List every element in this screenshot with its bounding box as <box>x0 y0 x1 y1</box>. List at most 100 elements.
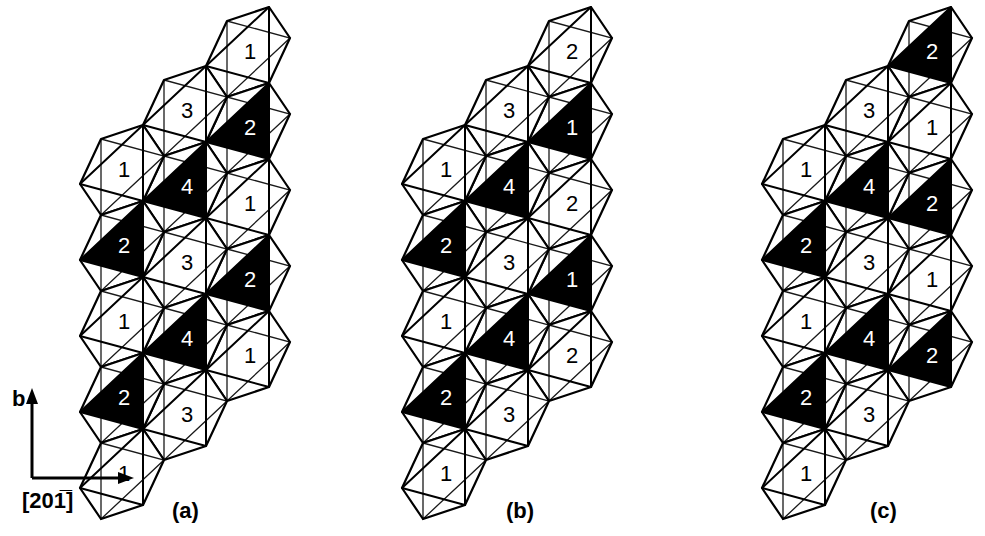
octahedron-edge <box>101 443 164 519</box>
site-number: 2 <box>118 235 130 257</box>
site-number: 1 <box>118 311 130 333</box>
site-number: 4 <box>181 328 193 350</box>
octahedron <box>402 429 486 519</box>
site-number: 2 <box>566 345 578 367</box>
octahedron-face <box>80 201 143 277</box>
octahedron-face <box>528 7 591 83</box>
site-number: 1 <box>118 159 130 181</box>
panel-letter: (b) <box>506 500 534 522</box>
site-number: 3 <box>503 252 515 274</box>
octahedron <box>80 429 164 519</box>
site-number: 4 <box>863 176 875 198</box>
octahedron-face <box>402 125 465 201</box>
octahedron <box>402 277 486 367</box>
site-number: 1 <box>440 311 452 333</box>
octahedron-face <box>402 277 465 353</box>
axis-label: [201̅] <box>22 490 73 512</box>
site-number: 2 <box>926 345 938 367</box>
octahedron-face <box>825 66 888 142</box>
octahedron-face <box>80 429 143 505</box>
panel-letter: (a) <box>172 500 199 522</box>
octahedron-edge <box>783 443 846 519</box>
axis-arrows <box>26 388 134 484</box>
site-number: 2 <box>800 235 812 257</box>
site-number: 1 <box>244 345 256 367</box>
octahedron-edge <box>846 384 909 460</box>
octahedron-face <box>762 353 825 429</box>
panel-letter: (c) <box>870 500 897 522</box>
site-number: 3 <box>863 252 875 274</box>
site-number: 4 <box>181 176 193 198</box>
octahedron-edge <box>909 325 972 401</box>
site-number: 1 <box>440 463 452 485</box>
octahedron <box>402 125 486 215</box>
octahedron-face <box>206 7 269 83</box>
site-number: 4 <box>503 176 515 198</box>
site-number: 1 <box>926 269 938 291</box>
site-number: 1 <box>566 117 578 139</box>
site-number: 1 <box>566 269 578 291</box>
site-number: 2 <box>566 41 578 63</box>
site-number: 2 <box>926 41 938 63</box>
site-number: 3 <box>503 404 515 426</box>
octahedron <box>402 201 486 291</box>
site-number: 3 <box>863 404 875 426</box>
octahedron <box>80 125 164 215</box>
octahedron-face <box>143 66 206 142</box>
site-number: 2 <box>244 117 256 139</box>
site-number: 1 <box>800 463 812 485</box>
site-number: 2 <box>440 235 452 257</box>
site-number: 1 <box>926 117 938 139</box>
octahedron <box>762 201 846 291</box>
octahedron-edge <box>164 384 227 460</box>
site-number: 3 <box>181 252 193 274</box>
octahedron <box>80 353 164 443</box>
octahedron-face <box>762 125 825 201</box>
site-number: 2 <box>440 387 452 409</box>
octahedron-edge <box>549 325 612 401</box>
octahedron <box>80 277 164 367</box>
octahedron-face <box>762 429 825 505</box>
octahedron-face <box>762 201 825 277</box>
site-number: 1 <box>118 463 130 485</box>
octahedron-edge <box>423 443 486 519</box>
octahedron-face <box>888 7 951 83</box>
octahedron-face <box>80 353 143 429</box>
site-number: 2 <box>800 387 812 409</box>
octahedron-edge <box>227 325 290 401</box>
octahedron-face <box>80 125 143 201</box>
octahedron-edge <box>486 384 549 460</box>
axis-line <box>31 398 34 478</box>
site-number: 1 <box>244 41 256 63</box>
site-number: 2 <box>566 193 578 215</box>
octahedron <box>762 125 846 215</box>
octahedron <box>80 201 164 291</box>
site-number: 4 <box>503 328 515 350</box>
axis-line <box>32 477 122 480</box>
site-number: 1 <box>800 311 812 333</box>
octahedron-face <box>402 201 465 277</box>
site-number: 1 <box>244 193 256 215</box>
octahedron <box>762 277 846 367</box>
site-number: 2 <box>118 387 130 409</box>
site-number: 3 <box>181 100 193 122</box>
site-number: 3 <box>503 100 515 122</box>
site-number: 3 <box>863 100 875 122</box>
octahedron <box>762 429 846 519</box>
octahedron-face <box>762 277 825 353</box>
octahedron-face <box>402 353 465 429</box>
site-number: 3 <box>181 404 193 426</box>
site-number: 1 <box>440 159 452 181</box>
site-number: 2 <box>244 269 256 291</box>
site-number: 1 <box>800 159 812 181</box>
site-number: 4 <box>863 328 875 350</box>
axis-label: b <box>12 388 25 410</box>
arrow-head <box>26 388 38 404</box>
octahedron-face <box>402 429 465 505</box>
octahedron <box>402 353 486 443</box>
octahedron-face <box>465 66 528 142</box>
octahedron-face <box>80 277 143 353</box>
site-number: 2 <box>926 193 938 215</box>
